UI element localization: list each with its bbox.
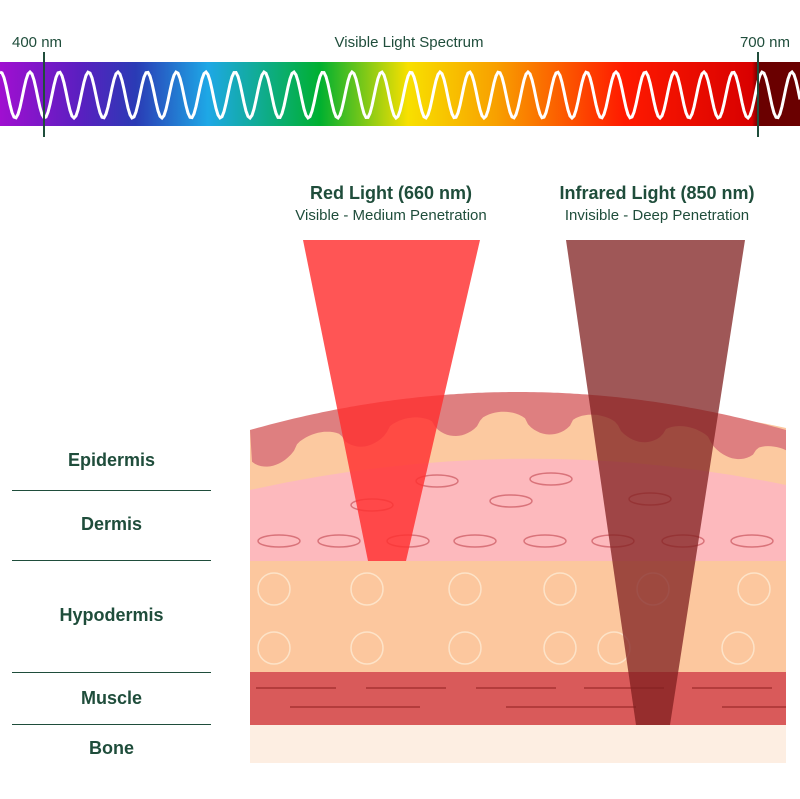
blood-vessel (523, 534, 567, 548)
infrared-light-subtitle: Invisible - Deep Penetration (564, 207, 750, 224)
divider (12, 724, 211, 725)
fat-cell (737, 572, 771, 606)
blood-vessel (489, 494, 533, 508)
divider (12, 490, 211, 491)
fat-cell (448, 631, 482, 665)
blood-vessel (730, 534, 774, 548)
spectrum-max-label: 700 nm (739, 34, 790, 51)
fat-cell (257, 572, 291, 606)
spectrum-min-label: 400 nm (12, 34, 63, 51)
hypodermis-layer (250, 561, 786, 672)
spectrum-bar (0, 62, 800, 126)
layer-label-dermis: Dermis (80, 514, 143, 534)
infrared-light-beam (566, 240, 745, 725)
blood-vessel (453, 534, 497, 548)
blood-vessel (529, 472, 573, 486)
divider (12, 672, 211, 673)
divider (12, 560, 211, 561)
blood-vessel (257, 534, 301, 548)
fat-cell (350, 572, 384, 606)
fat-cell (257, 631, 291, 665)
red-light-beam (303, 240, 480, 561)
layer-label-epidermis: Epidermis (67, 450, 156, 470)
red-light-subtitle: Visible - Medium Penetration (295, 207, 487, 224)
bone-layer (250, 725, 786, 763)
layer-label-hypodermis: Hypodermis (59, 605, 164, 625)
spectrum-title: Visible Light Spectrum (334, 34, 484, 51)
fat-cell (543, 631, 577, 665)
fat-cell (448, 572, 482, 606)
fat-cell (721, 631, 755, 665)
fat-cell (350, 631, 384, 665)
blood-vessel (317, 534, 361, 548)
red-light-title: Red Light (660 nm) (309, 183, 472, 203)
infrared-light-title: Infrared Light (850 nm) (559, 183, 755, 203)
layer-label-muscle: Muscle (80, 688, 143, 708)
muscle-layer (250, 672, 786, 725)
wave-line (0, 69, 800, 121)
layer-label-bone: Bone (89, 738, 134, 758)
fat-cell (543, 572, 577, 606)
